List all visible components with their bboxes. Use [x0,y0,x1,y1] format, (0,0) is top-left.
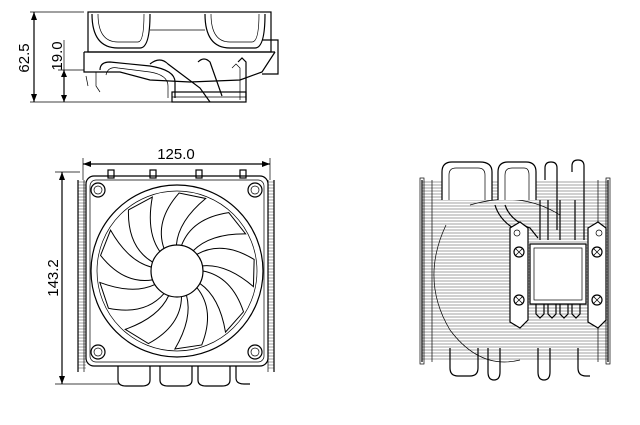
side-view: 62.5 19.0 [16,11,279,103]
fan-blade [180,212,247,252]
fan-blade [199,270,245,334]
base-heatpipe-ends [535,304,581,319]
dimension-width: 125.0 [157,146,195,163]
dimension-depth: 143.2 [45,259,62,297]
heatpipes-bottom-view [441,159,590,381]
heatsink-fins-left [78,181,86,369]
fan-blade [173,287,208,350]
fan-ring [90,184,264,358]
fan-blade [196,247,255,288]
fan-blade [160,192,207,250]
fan-screws [90,182,263,360]
bottom-view [419,159,611,381]
base-plate [529,243,587,305]
fan-hub [150,244,204,298]
top-view: 125.0 143.2 [45,146,275,387]
fan-blades [99,192,255,350]
fan-blade [124,295,183,345]
heatpipe-ends-top-view [117,366,250,387]
fan-blade [99,229,154,282]
dimension-total-height: 62.5 [16,43,33,72]
heatpipe-tips-top [107,169,247,179]
dimension-lower-height: 19.0 [49,41,66,70]
heatsink-fins-right [268,181,274,369]
fan-blade [127,196,161,263]
fan-blade [99,281,165,311]
